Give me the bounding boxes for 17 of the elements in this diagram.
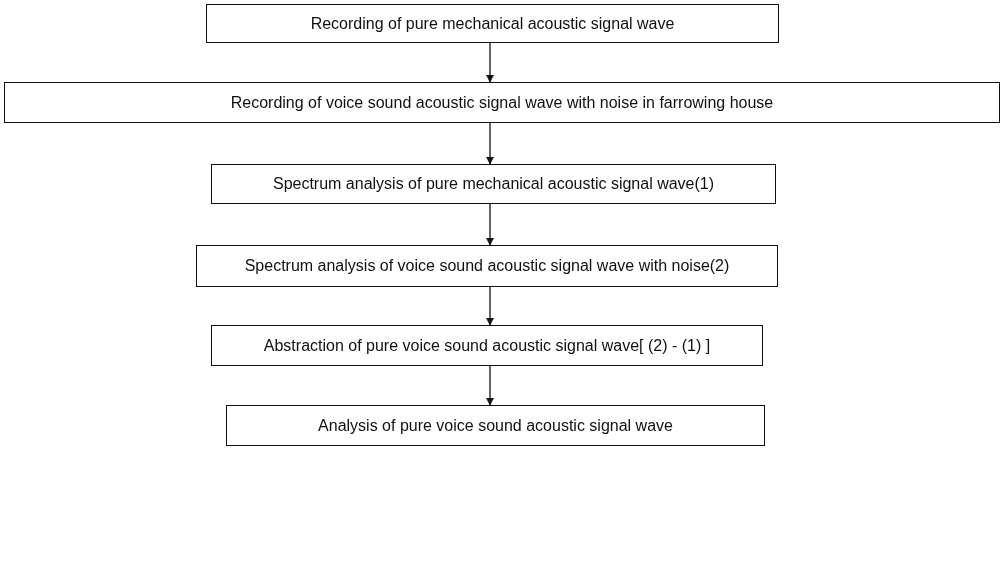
arrow <box>486 203 494 246</box>
process-box <box>206 4 779 43</box>
arrow <box>486 122 494 165</box>
box-label: Analysis of pure voice sound acoustic signal wave <box>318 416 673 435</box>
box-label: Recording of voice sound acoustic signal wave with noise in farrowing house <box>230 93 774 112</box>
box-label: Recording of pure mechanical acoustic signal wave <box>310 14 675 33</box>
process-box <box>4 82 1000 123</box>
box-label: Spectrum analysis of voice sound acoustic signal wave with noise(2) <box>244 257 730 275</box>
process-box <box>196 245 778 287</box>
arrow <box>486 42 494 83</box>
arrow <box>486 286 494 326</box>
process-box <box>226 405 765 446</box>
process-box <box>211 325 763 366</box>
process-box <box>211 164 776 204</box>
box-label: Abstraction of pure voice sound acoustic signal wave[ (2) - (1) ] <box>263 336 711 355</box>
box-label: Spectrum analysis of pure mechanical acoustic signal wave(1) <box>272 175 715 193</box>
arrow <box>486 365 494 406</box>
